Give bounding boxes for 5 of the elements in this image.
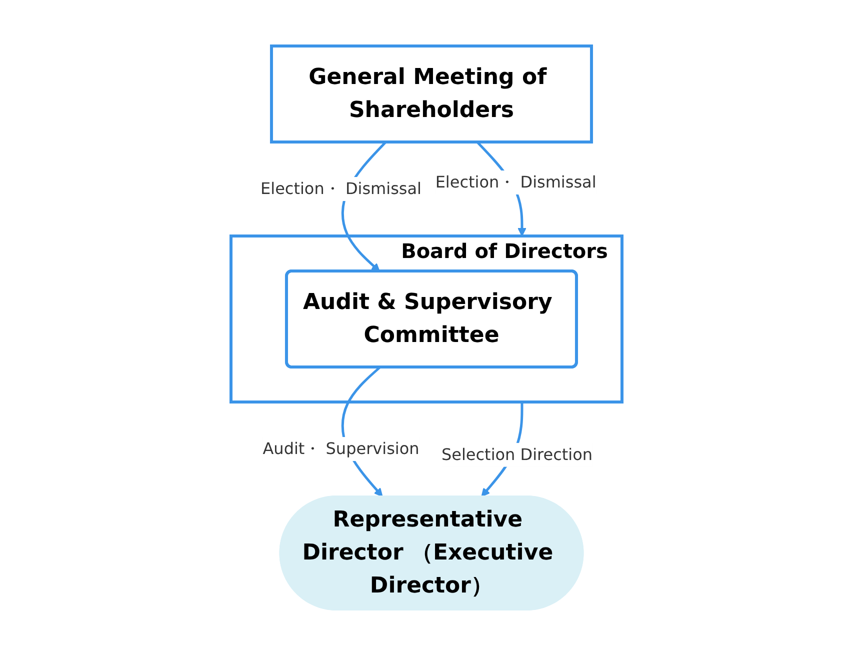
- node-box: General Meeting of Shareholders: [270, 44, 592, 144]
- edge-label: Selection Direction: [440, 444, 592, 464]
- edge-label: Election・ Dismissal: [260, 179, 421, 198]
- edge-label: Audit・ Supervision: [262, 439, 419, 458]
- edge-label: Election・ Dismissal: [434, 172, 596, 192]
